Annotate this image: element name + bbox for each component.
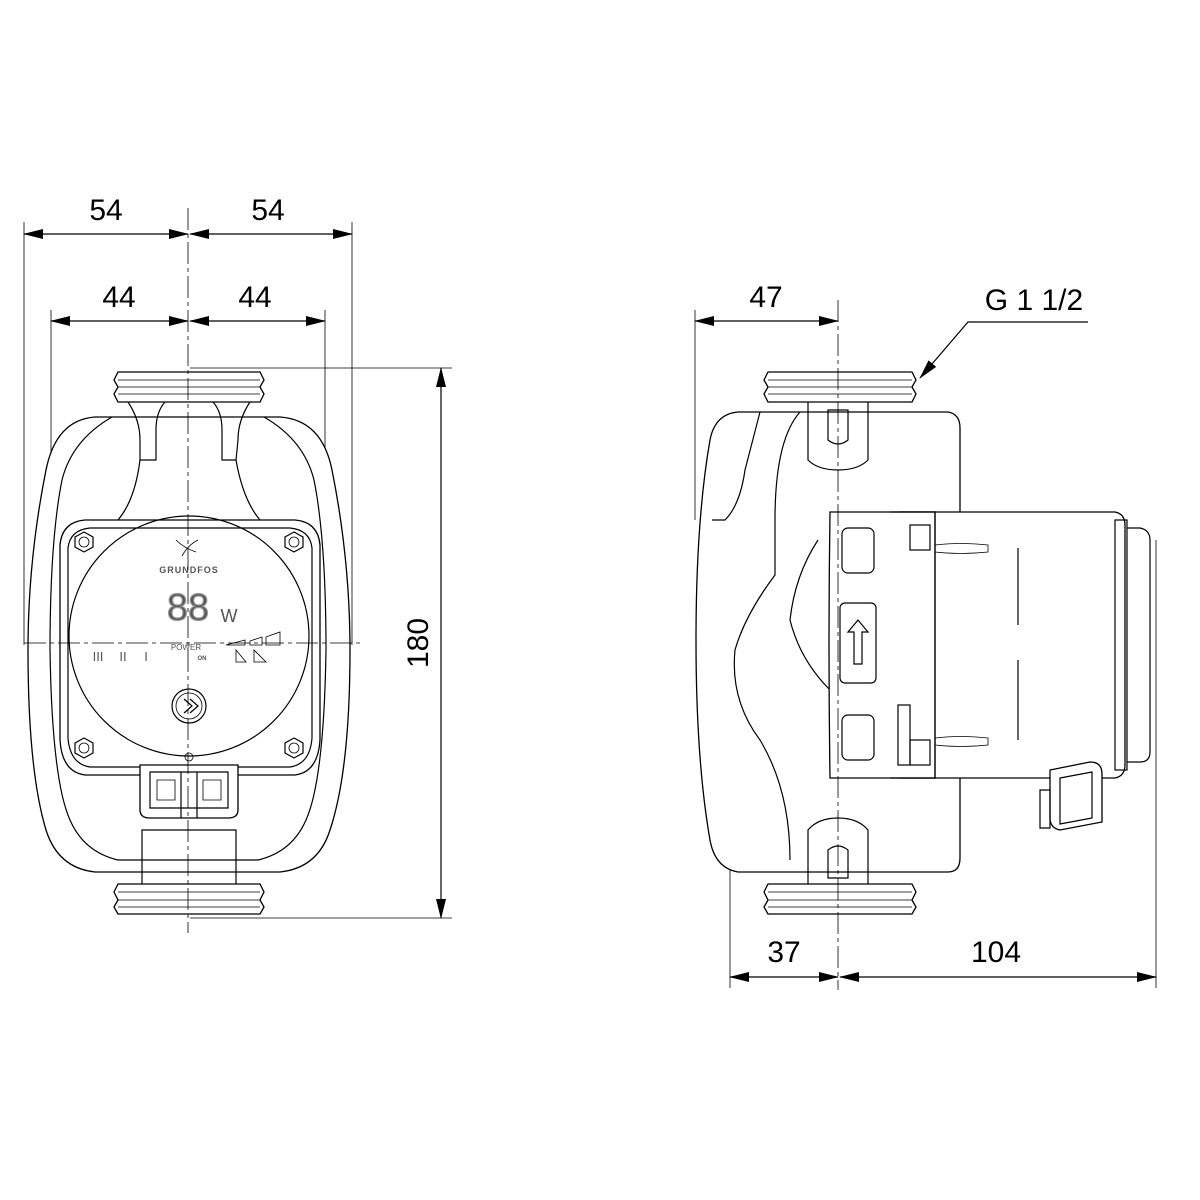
dim-44-right-label: 44 (238, 281, 271, 314)
control-face (68, 515, 310, 757)
dim-104: 104 (839, 936, 1157, 982)
mode-button[interactable] (171, 688, 207, 724)
dim-44-left-label: 44 (102, 281, 135, 314)
top-thread (113, 371, 265, 521)
side-top-thread (763, 371, 917, 471)
flow-direction-arrow-icon (846, 619, 870, 665)
control-box-side (828, 511, 936, 779)
pressure-curve-icon (225, 631, 281, 663)
dim-54-left-label: 54 (89, 194, 122, 227)
speed-mark-2: II (119, 649, 126, 664)
grundfos-logo-icon (175, 539, 199, 557)
bottom-thread (113, 829, 265, 915)
front-view: 54 54 44 44 180 (23, 194, 452, 933)
power-label: POWER (171, 643, 201, 652)
dim-104-label: 104 (971, 936, 1021, 969)
dim-54-right-label: 54 (251, 194, 284, 227)
brand-label: GRUNDFOS (159, 565, 219, 575)
flow-direction-arrow (839, 602, 877, 684)
screw-top-right (284, 531, 304, 553)
screw-top-left (74, 531, 94, 553)
dim-37-label: 37 (767, 936, 800, 969)
dim-44-left: 44 (50, 281, 189, 326)
display-unit: W (221, 606, 238, 626)
dim-37: 37 (729, 936, 839, 982)
dim-47: 47 (694, 281, 839, 326)
cable-plug-side (1039, 761, 1103, 831)
cable-plug (139, 764, 239, 819)
power-state: ON (198, 656, 207, 662)
mode-button-icon (183, 698, 199, 714)
thread-callout-label: G 1 1/2 (985, 284, 1083, 317)
dim-44-right: 44 (189, 281, 326, 326)
dim-47-label: 47 (749, 281, 782, 314)
side-view: 47 37 104 G 1 1/2 (694, 281, 1157, 990)
speed-mark-3: III (93, 649, 104, 664)
screw-bottom-right (284, 737, 304, 759)
motor-housing (899, 511, 1151, 779)
thread-callout: G 1 1/2 (919, 284, 1088, 379)
dim-180: 180 (402, 367, 446, 919)
dim-180-label: 180 (402, 618, 435, 668)
control-box (59, 519, 321, 776)
speed-mark-1: I (144, 649, 148, 664)
dim-54-right: 54 (189, 194, 353, 239)
screw-bottom-left (74, 737, 94, 759)
dim-54-left: 54 (23, 194, 189, 239)
